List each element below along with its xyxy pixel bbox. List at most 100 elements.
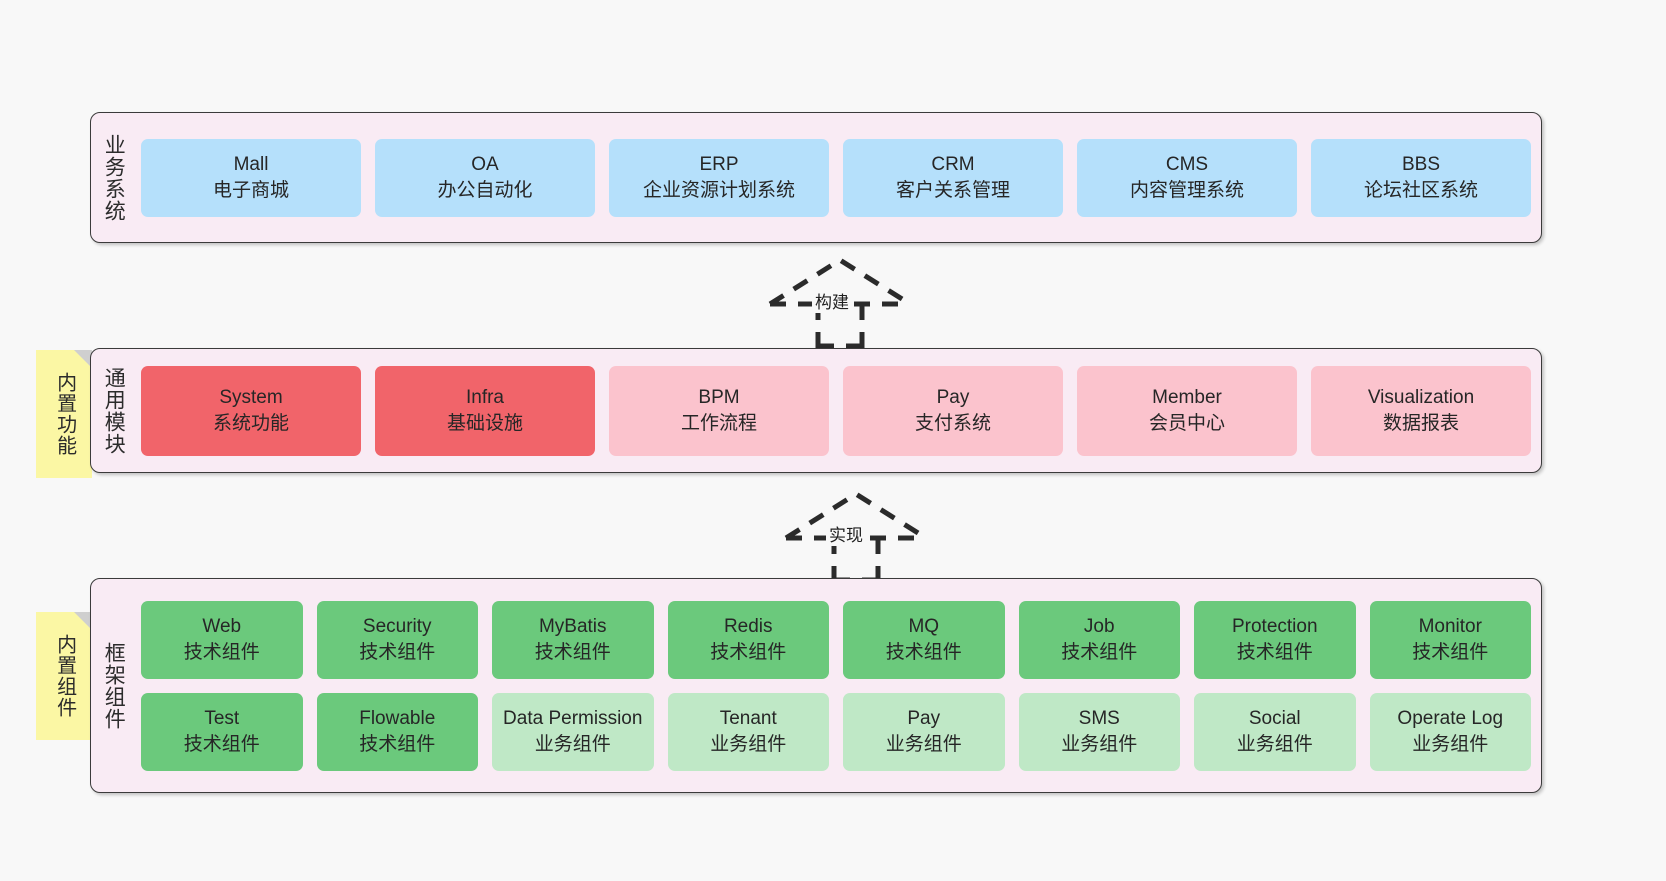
card-test[interactable]: Test 技术组件 (141, 692, 303, 771)
card-bpm-name: BPM (698, 387, 740, 409)
card-system-name: System (219, 387, 283, 409)
card-oa-desc: 办公自动化 (437, 179, 533, 201)
card-data-permission-name: Data Permission (503, 708, 643, 730)
card-mall-name: Mall (233, 154, 269, 176)
card-pay-component[interactable]: Pay 业务组件 (843, 692, 1005, 771)
common-card-row: System 系统功能 Infra 基础设施 BPM 工作流程 Pay 支付系统… (141, 365, 1531, 456)
card-pay-module-name: Pay (936, 387, 970, 409)
note-builtin-function: 内置功能 (36, 350, 92, 478)
card-mq-desc: 技术组件 (885, 641, 962, 663)
card-operate-log-name: Operate Log (1397, 708, 1504, 730)
card-tenant-desc: 业务组件 (710, 733, 787, 755)
card-cms-name: CMS (1165, 154, 1209, 176)
business-card-row: Mall 电子商城 OA 办公自动化 ERP 企业资源计划系统 CRM 客户关系… (141, 138, 1531, 217)
card-bpm[interactable]: BPM 工作流程 (609, 365, 829, 456)
card-flowable-desc: 技术组件 (359, 733, 436, 755)
card-cms-desc: 内容管理系统 (1129, 179, 1244, 201)
framework-card-rows: Web 技术组件 Security 技术组件 MyBatis 技术组件 Redi… (141, 600, 1531, 771)
layer-framework-title: 框架组件 (102, 641, 126, 730)
card-web[interactable]: Web 技术组件 (141, 600, 303, 679)
card-bbs[interactable]: BBS 论坛社区系统 (1311, 138, 1531, 217)
card-protection-name: Protection (1231, 616, 1318, 638)
card-member-name: Member (1152, 387, 1222, 409)
card-erp[interactable]: ERP 企业资源计划系统 (609, 138, 829, 217)
framework-row-1: Web 技术组件 Security 技术组件 MyBatis 技术组件 Redi… (141, 600, 1531, 679)
card-security[interactable]: Security 技术组件 (316, 600, 478, 679)
card-crm-desc: 客户关系管理 (895, 179, 1010, 201)
card-security-desc: 技术组件 (359, 641, 436, 663)
card-pay-component-desc: 业务组件 (885, 733, 962, 755)
card-oa-name: OA (471, 154, 499, 176)
layer-common-modules: 通用模块 System 系统功能 Infra 基础设施 BPM 工作流程 Pay… (90, 348, 1542, 473)
card-social[interactable]: Social 业务组件 (1194, 692, 1356, 771)
card-job-name: Job (1083, 616, 1115, 638)
card-mybatis[interactable]: MyBatis 技术组件 (492, 600, 654, 679)
card-tenant-name: Tenant (719, 708, 777, 730)
card-sms-name: SMS (1078, 708, 1120, 730)
arrow-build-label: 构建 (812, 288, 852, 313)
card-operate-log[interactable]: Operate Log 业务组件 (1369, 692, 1531, 771)
card-cms[interactable]: CMS 内容管理系统 (1077, 138, 1297, 217)
card-monitor-name: Monitor (1418, 616, 1482, 638)
layer-framework-body: Web 技术组件 Security 技术组件 MyBatis 技术组件 Redi… (135, 579, 1541, 792)
card-test-name: Test (204, 708, 240, 730)
card-redis-name: Redis (723, 616, 773, 638)
card-job[interactable]: Job 技术组件 (1018, 600, 1180, 679)
card-infra-name: Infra (465, 387, 505, 409)
card-data-permission[interactable]: Data Permission 业务组件 (492, 692, 654, 771)
card-redis[interactable]: Redis 技术组件 (667, 600, 829, 679)
card-sms-desc: 业务组件 (1061, 733, 1138, 755)
card-job-desc: 技术组件 (1061, 641, 1138, 663)
card-protection[interactable]: Protection 技术组件 (1194, 600, 1356, 679)
card-pay-component-name: Pay (907, 708, 941, 730)
layer-common-body: System 系统功能 Infra 基础设施 BPM 工作流程 Pay 支付系统… (135, 349, 1541, 472)
card-infra[interactable]: Infra 基础设施 (375, 365, 595, 456)
card-mq-name: MQ (908, 616, 940, 638)
layer-business-title: 业务系统 (102, 133, 126, 222)
layer-business-systems: 业务系统 Mall 电子商城 OA 办公自动化 ERP 企业资源计划系统 CRM… (90, 112, 1542, 243)
card-tenant[interactable]: Tenant 业务组件 (667, 692, 829, 771)
card-system[interactable]: System 系统功能 (141, 365, 361, 456)
card-flowable-name: Flowable (359, 708, 436, 730)
framework-row-2: Test 技术组件 Flowable 技术组件 Data Permission … (141, 692, 1531, 771)
layer-common-title: 通用模块 (102, 366, 126, 455)
note-fold-corner-icon (74, 612, 92, 630)
layer-framework-components: 框架组件 Web 技术组件 Security 技术组件 MyBatis 技术组件 (90, 578, 1542, 793)
card-pay-module[interactable]: Pay 支付系统 (843, 365, 1063, 456)
layer-business-body: Mall 电子商城 OA 办公自动化 ERP 企业资源计划系统 CRM 客户关系… (135, 113, 1541, 242)
card-erp-name: ERP (699, 154, 739, 176)
card-web-name: Web (202, 616, 242, 638)
card-pay-module-desc: 支付系统 (914, 412, 991, 434)
card-crm-name: CRM (931, 154, 975, 176)
card-social-name: Social (1248, 708, 1301, 730)
card-mybatis-name: MyBatis (538, 616, 607, 638)
card-web-desc: 技术组件 (183, 641, 260, 663)
card-mybatis-desc: 技术组件 (534, 641, 611, 663)
card-test-desc: 技术组件 (183, 733, 260, 755)
card-bbs-desc: 论坛社区系统 (1363, 179, 1478, 201)
card-data-permission-desc: 业务组件 (534, 733, 611, 755)
card-sms[interactable]: SMS 业务组件 (1018, 692, 1180, 771)
card-mq[interactable]: MQ 技术组件 (843, 600, 1005, 679)
card-crm[interactable]: CRM 客户关系管理 (843, 138, 1063, 217)
card-operate-log-desc: 业务组件 (1412, 733, 1489, 755)
note-builtin-function-label: 内置功能 (53, 372, 76, 456)
card-monitor[interactable]: Monitor 技术组件 (1369, 600, 1531, 679)
card-visualization[interactable]: Visualization 数据报表 (1311, 365, 1531, 456)
card-system-desc: 系统功能 (212, 412, 289, 434)
card-mall[interactable]: Mall 电子商城 (141, 138, 361, 217)
card-erp-desc: 企业资源计划系统 (642, 179, 795, 201)
card-flowable[interactable]: Flowable 技术组件 (316, 692, 478, 771)
card-infra-desc: 基础设施 (446, 412, 523, 434)
card-visualization-name: Visualization (1367, 387, 1475, 409)
note-builtin-component: 内置组件 (36, 612, 92, 740)
card-protection-desc: 技术组件 (1236, 641, 1313, 663)
card-redis-desc: 技术组件 (710, 641, 787, 663)
card-security-name: Security (362, 616, 432, 638)
card-member[interactable]: Member 会员中心 (1077, 365, 1297, 456)
card-oa[interactable]: OA 办公自动化 (375, 138, 595, 217)
card-monitor-desc: 技术组件 (1412, 641, 1489, 663)
card-social-desc: 业务组件 (1236, 733, 1313, 755)
note-builtin-component-label: 内置组件 (53, 634, 76, 718)
card-member-desc: 会员中心 (1148, 412, 1225, 434)
